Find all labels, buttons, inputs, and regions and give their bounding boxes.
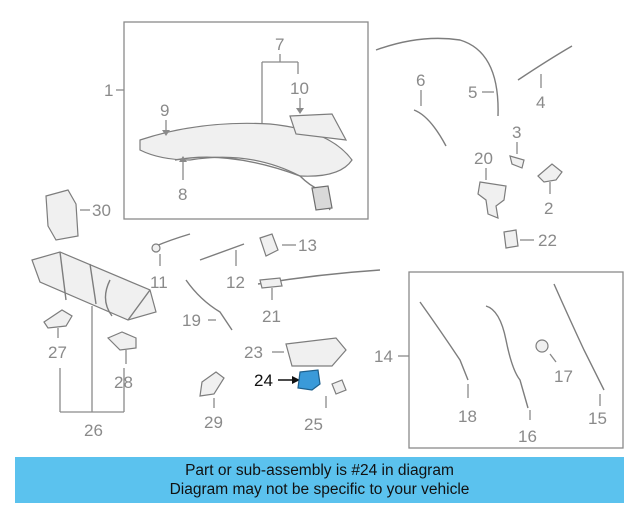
label-20[interactable]: 20	[474, 149, 493, 168]
label-21[interactable]: 21	[262, 307, 281, 326]
label-12[interactable]: 12	[226, 273, 245, 292]
label-19[interactable]: 19	[182, 311, 201, 330]
label-10[interactable]: 10	[290, 79, 309, 98]
label-6[interactable]: 6	[416, 71, 425, 90]
banner-line-2: Diagram may not be specific to your vehi…	[169, 481, 470, 498]
soft-top-part	[139, 113, 353, 211]
group-box-14	[408, 271, 624, 449]
label-3[interactable]: 3	[512, 123, 521, 142]
label-5[interactable]: 5	[468, 83, 477, 102]
label-29[interactable]: 29	[204, 413, 223, 432]
label-18[interactable]: 18	[458, 407, 477, 426]
label-4[interactable]: 4	[536, 93, 545, 112]
label-11[interactable]: 11	[150, 273, 168, 292]
parts-diagram: 1 7 10 9 8 6 5 4 3 20 2 22	[31, 21, 624, 449]
label-1[interactable]: 1	[104, 81, 113, 100]
label-7[interactable]: 7	[275, 35, 284, 54]
label-22[interactable]: 22	[538, 231, 557, 250]
label-13[interactable]: 13	[298, 236, 317, 255]
label-14[interactable]: 14	[374, 347, 393, 366]
label-28[interactable]: 28	[114, 373, 133, 392]
label-16[interactable]: 16	[518, 427, 537, 446]
label-24[interactable]: 24	[254, 371, 273, 390]
label-2[interactable]: 2	[544, 199, 553, 218]
label-25[interactable]: 25	[304, 415, 323, 434]
part-24-highlight[interactable]	[297, 369, 321, 391]
label-26[interactable]: 26	[84, 421, 103, 440]
label-8[interactable]: 8	[178, 185, 187, 204]
label-23[interactable]: 23	[244, 343, 263, 362]
banner-line-1: Part or sub-assembly is #24 in diagram	[185, 462, 454, 479]
frame-part	[31, 251, 157, 321]
label-15[interactable]: 15	[588, 409, 607, 428]
info-banner: Part or sub-assembly is #24 in diagram D…	[15, 457, 624, 503]
label-9[interactable]: 9	[160, 101, 169, 120]
label-17[interactable]: 17	[554, 367, 573, 386]
label-30[interactable]: 30	[92, 201, 111, 220]
label-27[interactable]: 27	[48, 343, 67, 362]
group-box-1	[123, 21, 369, 220]
